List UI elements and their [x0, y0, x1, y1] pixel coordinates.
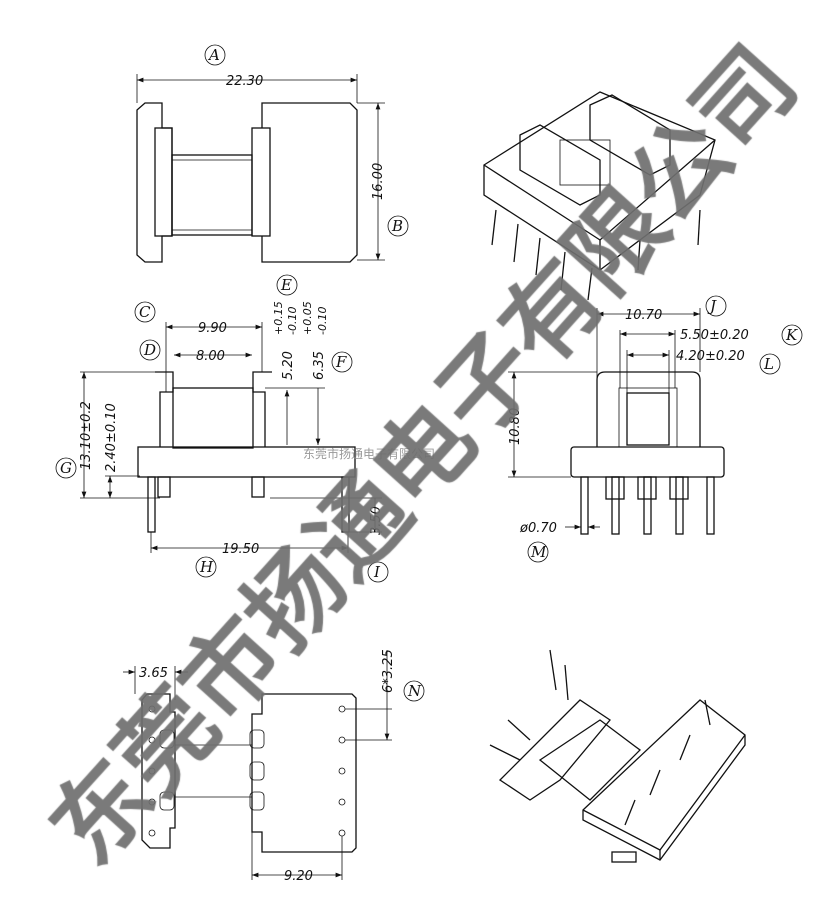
dim-pin-diameter: ø0.70 [519, 521, 557, 536]
dim-f-tol-plus: +0.05 [301, 301, 314, 335]
label-g: G [60, 459, 72, 477]
dim-core-outer: 5.50±0.20 [680, 328, 749, 343]
dim-core-inner: 4.20±0.20 [676, 349, 745, 364]
dim-pin-length: 3.50 [369, 506, 384, 535]
dim-e-tol-minus: -0.10 [286, 307, 299, 335]
label-f: F [335, 353, 347, 371]
label-k: K [785, 326, 798, 344]
dim-front-height: 10.80 [508, 408, 523, 445]
dim-bottom-offset: 3.65 [139, 666, 168, 681]
label-l: L [763, 355, 774, 373]
dim-front-width: 10.70 [625, 308, 662, 323]
front-view: 10.70 5.50±0.20 4.20±0.20 10.80 ø0.70 J … [508, 295, 803, 563]
dim-e-tol-plus: +0.15 [272, 301, 285, 335]
iso-view-top [483, 91, 716, 301]
iso-view-bottom [489, 649, 746, 863]
label-h: H [199, 558, 214, 576]
dim-pin-pitch: 6*3.25 [381, 649, 396, 693]
dim-total-height: 13.10±0.2 [79, 401, 94, 470]
dim-f-tol-minus: -0.10 [316, 307, 329, 335]
top-view: 22.30 16.00 A B [136, 44, 409, 263]
label-m: M [530, 543, 547, 561]
dim-pin-span: 19.50 [222, 542, 259, 557]
side-view: 9.90 8.00 5.20 +0.15 -0.10 6.35 +0.05 -0… [55, 274, 389, 583]
bottom-view: 3.65 6*3.25 9.20 N [123, 649, 425, 884]
dim-bottom-width: 9.20 [284, 869, 313, 884]
dim-e-nominal: 5.20 [281, 351, 296, 380]
label-a: A [207, 46, 220, 64]
label-d: D [143, 341, 156, 359]
label-n: N [407, 682, 422, 700]
dim-top-height: 16.00 [371, 163, 386, 200]
label-c: C [139, 303, 151, 321]
label-b: B [391, 217, 403, 235]
watermark-small: 东莞市扬通电子有限公司 [303, 446, 435, 461]
dim-flange-outer: 9.90 [198, 321, 227, 336]
dim-top-width: 22.30 [226, 74, 263, 89]
dim-base-height: 2.40±0.10 [104, 403, 119, 472]
label-i: I [373, 563, 381, 581]
dim-f-nominal: 6.35 [312, 351, 327, 380]
label-e: E [280, 276, 292, 294]
dim-flange-inner: 8.00 [196, 349, 225, 364]
